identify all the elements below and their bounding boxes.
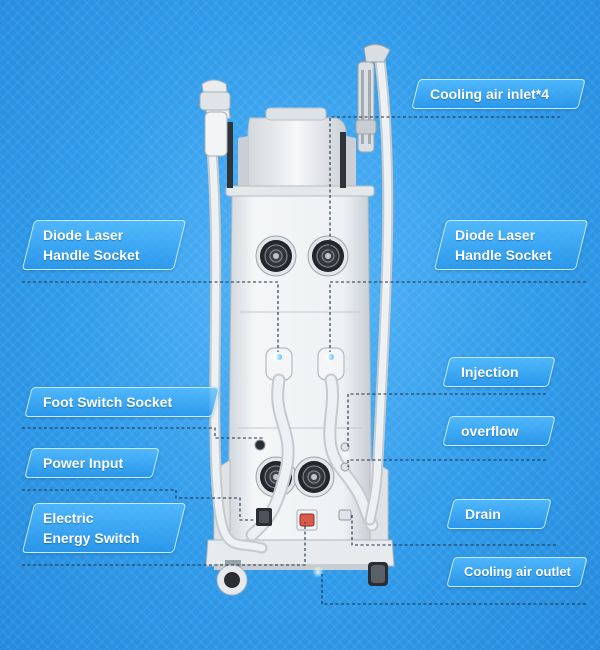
label-power-input: Power Input <box>24 448 160 478</box>
label-cooling-air-inlet: Cooling air inlet*4 <box>411 79 586 109</box>
label-text: Drain <box>465 506 501 522</box>
leader-lines <box>22 116 586 605</box>
right-handpiece <box>340 44 391 188</box>
label-cooling-air-outlet: Cooling air outlet <box>446 557 588 587</box>
label-overflow: overflow <box>442 416 556 446</box>
label-text: Diode Laser Handle Socket <box>455 227 552 263</box>
label-text: overflow <box>461 423 519 439</box>
label-text: Power Input <box>43 455 124 471</box>
label-text: Diode Laser Handle Socket <box>43 227 140 263</box>
caster-wheels <box>216 560 388 596</box>
label-text: Foot Switch Socket <box>43 394 173 410</box>
left-handpiece <box>199 79 233 188</box>
label-injection: Injection <box>442 357 556 387</box>
label-text: Cooling air outlet <box>463 564 571 579</box>
label-drain: Drain <box>446 499 552 529</box>
label-diode-socket-right: Diode Laser Handle Socket <box>433 220 589 270</box>
label-text: Cooling air inlet*4 <box>430 86 550 102</box>
label-text: Electric Energy Switch <box>43 510 140 546</box>
label-diode-socket-left: Diode Laser Handle Socket <box>21 220 187 270</box>
back-panel-connectors <box>254 439 352 531</box>
label-foot-switch-socket: Foot Switch Socket <box>24 387 220 417</box>
top-housing <box>238 107 356 189</box>
marker-dots <box>270 351 351 578</box>
label-electric-energy-switch: Electric Energy Switch <box>21 503 187 553</box>
label-text: Injection <box>461 364 519 380</box>
